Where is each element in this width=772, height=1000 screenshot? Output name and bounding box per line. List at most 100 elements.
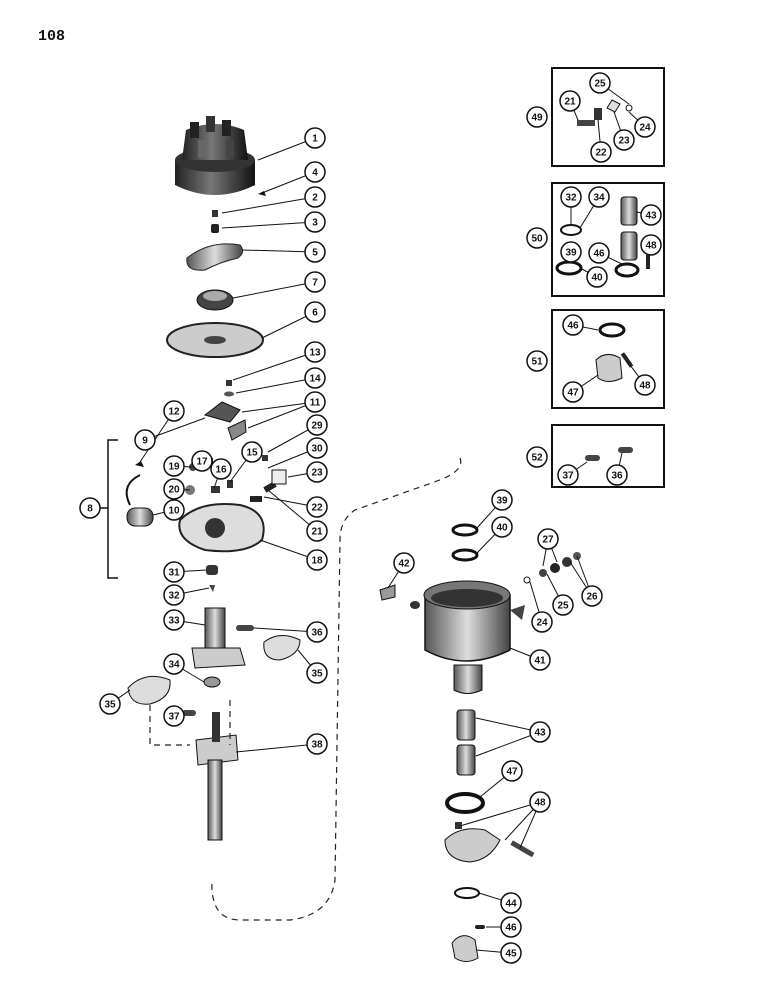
callout-number: 25 xyxy=(594,79,606,90)
callout-number: 41 xyxy=(534,656,546,667)
callout-number: 21 xyxy=(564,97,576,108)
callout-16: 16 xyxy=(210,458,232,480)
callout-41: 41 xyxy=(529,649,551,671)
callout-34: 34 xyxy=(588,186,610,208)
callout-circle xyxy=(560,241,582,263)
callout-number: 24 xyxy=(536,618,548,629)
callout-number: 40 xyxy=(496,523,508,534)
callout-circle xyxy=(210,458,232,480)
callout-number: 6 xyxy=(312,308,318,319)
callout-circle xyxy=(606,464,628,486)
callout-37: 37 xyxy=(557,464,579,486)
callout-number: 22 xyxy=(311,503,323,514)
callout-25: 25 xyxy=(589,72,611,94)
callout-30: 30 xyxy=(306,437,328,459)
callout-7: 7 xyxy=(304,271,326,293)
callout-49: 49 xyxy=(526,106,548,128)
callout-9: 9 xyxy=(134,429,156,451)
callout-22: 22 xyxy=(590,141,612,163)
callout-35: 35 xyxy=(306,662,328,684)
callout-number: 47 xyxy=(567,388,579,399)
leader-line xyxy=(235,377,316,394)
callout-21: 21 xyxy=(306,520,328,542)
callout-27: 27 xyxy=(537,528,559,550)
callout-number: 48 xyxy=(639,381,651,392)
callout-number: 46 xyxy=(567,321,579,332)
callout-number: 18 xyxy=(311,556,323,567)
callout-number: 51 xyxy=(531,357,543,368)
callout-circle xyxy=(640,204,662,226)
distributor-cap xyxy=(175,116,255,195)
callout-circle xyxy=(163,584,185,606)
callout-circle xyxy=(304,241,326,263)
callout-34: 34 xyxy=(163,653,185,675)
callout-circle xyxy=(526,106,548,128)
callout-number: 2 xyxy=(312,193,318,204)
inset-box-49 xyxy=(551,67,665,167)
callout-14: 14 xyxy=(304,367,326,389)
leader-line xyxy=(241,401,316,413)
callout-circle xyxy=(537,528,559,550)
condenser xyxy=(125,474,154,527)
callout-number: 12 xyxy=(168,407,180,418)
callout-circle xyxy=(500,916,522,938)
callout-number: 29 xyxy=(311,421,323,432)
callout-48: 48 xyxy=(529,791,551,813)
callout-29: 29 xyxy=(306,414,328,436)
rotor xyxy=(186,243,244,271)
callout-23: 23 xyxy=(306,461,328,483)
callout-circle xyxy=(526,446,548,468)
callout-18: 18 xyxy=(306,549,328,571)
callout-circle xyxy=(163,478,185,500)
callout-11: 11 xyxy=(304,391,326,413)
callout-number: 25 xyxy=(557,601,569,612)
callout-43: 43 xyxy=(640,204,662,226)
callout-number: 39 xyxy=(565,248,577,259)
callout-circle xyxy=(304,161,326,183)
callout-number: 14 xyxy=(309,374,321,385)
callout-circle xyxy=(306,520,328,542)
leader-line xyxy=(235,743,318,753)
callout-circle xyxy=(529,791,551,813)
callout-circle xyxy=(589,72,611,94)
callout-45: 45 xyxy=(500,942,522,964)
callout-number: 11 xyxy=(310,398,321,409)
inset-box-52 xyxy=(551,424,665,488)
callout-circle xyxy=(163,455,185,477)
callout-10: 10 xyxy=(163,499,185,521)
callout-circle xyxy=(500,942,522,964)
callout-circle xyxy=(134,429,156,451)
callout-number: 38 xyxy=(311,740,323,751)
callout-circle xyxy=(562,314,584,336)
callout-52: 52 xyxy=(526,446,548,468)
callout-circle xyxy=(163,653,185,675)
callout-number: 13 xyxy=(309,348,321,359)
callout-number: 5 xyxy=(312,248,318,259)
callout-number: 35 xyxy=(104,700,116,711)
callout-circle xyxy=(79,497,101,519)
callout-circle xyxy=(163,400,185,422)
gear-and-bracket xyxy=(444,792,535,962)
callout-20: 20 xyxy=(163,478,185,500)
callout-22: 22 xyxy=(306,496,328,518)
callout-number: 49 xyxy=(531,113,543,124)
callout-number: 52 xyxy=(531,453,543,464)
leader-line xyxy=(247,401,316,429)
leader-line xyxy=(242,249,316,253)
callout-circle xyxy=(306,621,328,643)
leader-line xyxy=(221,221,316,229)
callout-5: 5 xyxy=(304,241,326,263)
callout-circle xyxy=(304,211,326,233)
callout-circle xyxy=(526,227,548,249)
callout-39: 39 xyxy=(491,489,513,511)
callout-circle xyxy=(529,649,551,671)
callout-number: 22 xyxy=(595,148,607,159)
callout-12: 12 xyxy=(163,400,185,422)
callout-37: 37 xyxy=(163,705,185,727)
callout-number: 16 xyxy=(215,465,227,476)
callout-number: 21 xyxy=(311,527,323,538)
callout-number: 45 xyxy=(505,949,517,960)
callout-number: 26 xyxy=(586,592,598,603)
callout-circle xyxy=(491,516,513,538)
